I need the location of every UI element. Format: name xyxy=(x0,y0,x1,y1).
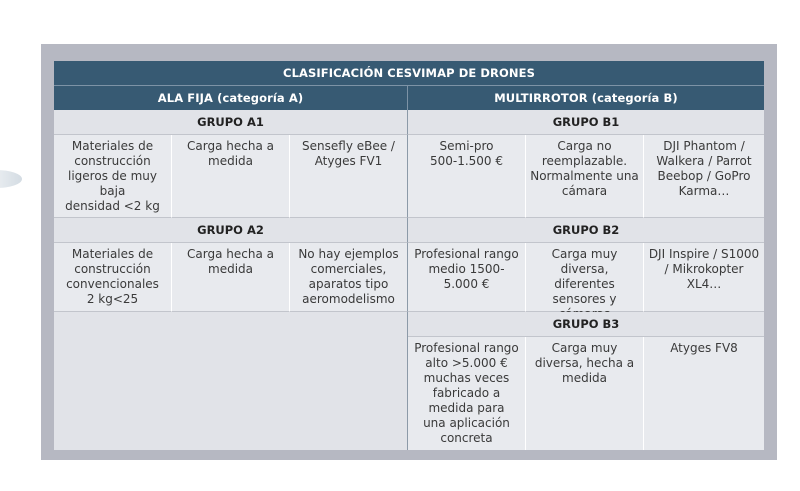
empty-cell xyxy=(54,312,408,450)
b2-examples-cell: DJI Inspire / S1000 / Mikrokopter XL4… xyxy=(644,243,764,312)
table-title: CLASIFICACIÓN CESVIMAP DE DRONES xyxy=(54,61,764,86)
group-b2-label: GRUPO B2 xyxy=(408,218,764,243)
a1-payload-cell: Carga hecha a medida xyxy=(172,135,290,218)
a2-payload-cell: Carga hecha a medida xyxy=(172,243,290,312)
category-b-header: MULTIRROTOR (categoría B) xyxy=(408,86,764,110)
drone-classification-table: CLASIFICACIÓN CESVIMAP DE DRONES ALA FIJ… xyxy=(54,61,764,450)
a1-materials-cell: Materiales de construcción ligeros de mu… xyxy=(54,135,172,218)
table-frame: CLASIFICACIÓN CESVIMAP DE DRONES ALA FIJ… xyxy=(41,44,777,460)
group-a1-label: GRUPO A1 xyxy=(54,110,408,135)
group-b3-label: GRUPO B3 xyxy=(408,312,764,337)
b3-payload-cell: Carga muy diversa, hecha a medida xyxy=(526,337,644,450)
b1-price-cell: Semi-pro 500-1.500 € xyxy=(408,135,526,218)
a2-materials-cell: Materiales de construcción convencionale… xyxy=(54,243,172,312)
a1-examples-cell: Sensefly eBee / Atyges FV1 xyxy=(290,135,408,218)
a2-examples-cell: No hay ejemplos comerciales, aparatos ti… xyxy=(290,243,408,312)
b1-payload-cell: Carga no reemplazable. Normalmente una c… xyxy=(526,135,644,218)
b2-payload-cell: Carga muy diversa, diferentes sensores y… xyxy=(526,243,644,321)
b3-price-cell: Profesional rango alto >5.000 € muchas v… xyxy=(408,337,526,450)
group-b1-label: GRUPO B1 xyxy=(408,110,764,135)
category-a-header: ALA FIJA (categoría A) xyxy=(54,86,408,110)
group-a2-label: GRUPO A2 xyxy=(54,218,408,243)
b1-examples-cell: DJI Phantom / Walkera / Parrot Beebop / … xyxy=(644,135,764,218)
b3-examples-cell: Atyges FV8 xyxy=(644,337,764,450)
decorative-swoosh xyxy=(0,170,22,188)
b2-price-cell: Profesional rango medio 1500-5.000 € xyxy=(408,243,526,312)
